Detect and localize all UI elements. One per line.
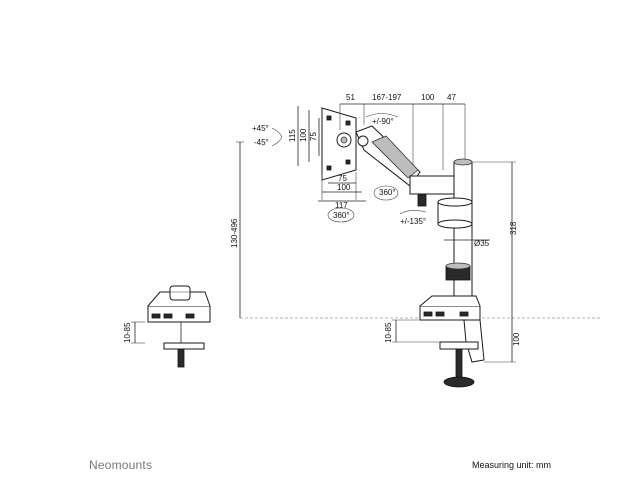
swivel-90-label: +/-90°	[372, 117, 394, 126]
rotation-360-plate-label: 360°	[333, 211, 350, 220]
vesa-width-100-label: 100	[337, 183, 351, 192]
vesa-width-75-label: 75	[338, 174, 347, 183]
dim-167-197-label: 167-197	[372, 93, 402, 102]
vesa-width-117-label: 117	[335, 201, 348, 210]
dim-51-label: 51	[346, 93, 355, 102]
clamp-thickness-right-label: 10-85	[384, 322, 393, 343]
main-mount-view: 130-496 +45° -45° 115 100 75 51 167-197 …	[230, 93, 600, 388]
side-clamp-view: 10-85	[123, 285, 211, 368]
rotation-360-arm-label: 360°	[379, 188, 396, 197]
measuring-unit-label: Measuring unit: mm	[471, 460, 551, 470]
vesa-height-75-label: 75	[309, 132, 318, 141]
rotation-135-label: +/-135°	[400, 217, 426, 226]
dim-47-label: 47	[447, 93, 456, 102]
tilt-up-label: +45°	[252, 124, 269, 133]
tilt-down-label: -45°	[254, 138, 269, 147]
pole-diameter-label: Ø35	[474, 239, 490, 248]
vesa-height-100-label: 100	[299, 128, 308, 142]
clamp-thickness-left-label: 10-85	[123, 322, 132, 343]
brand-logo-text: Neomounts	[89, 458, 153, 472]
vesa-height-115-label: 115	[288, 129, 297, 142]
pole-height-label: 318	[509, 221, 518, 235]
clamp-height-label: 100	[512, 332, 521, 346]
dim-100-top-label: 100	[421, 93, 435, 102]
height-range-label: 130-496	[230, 218, 239, 248]
